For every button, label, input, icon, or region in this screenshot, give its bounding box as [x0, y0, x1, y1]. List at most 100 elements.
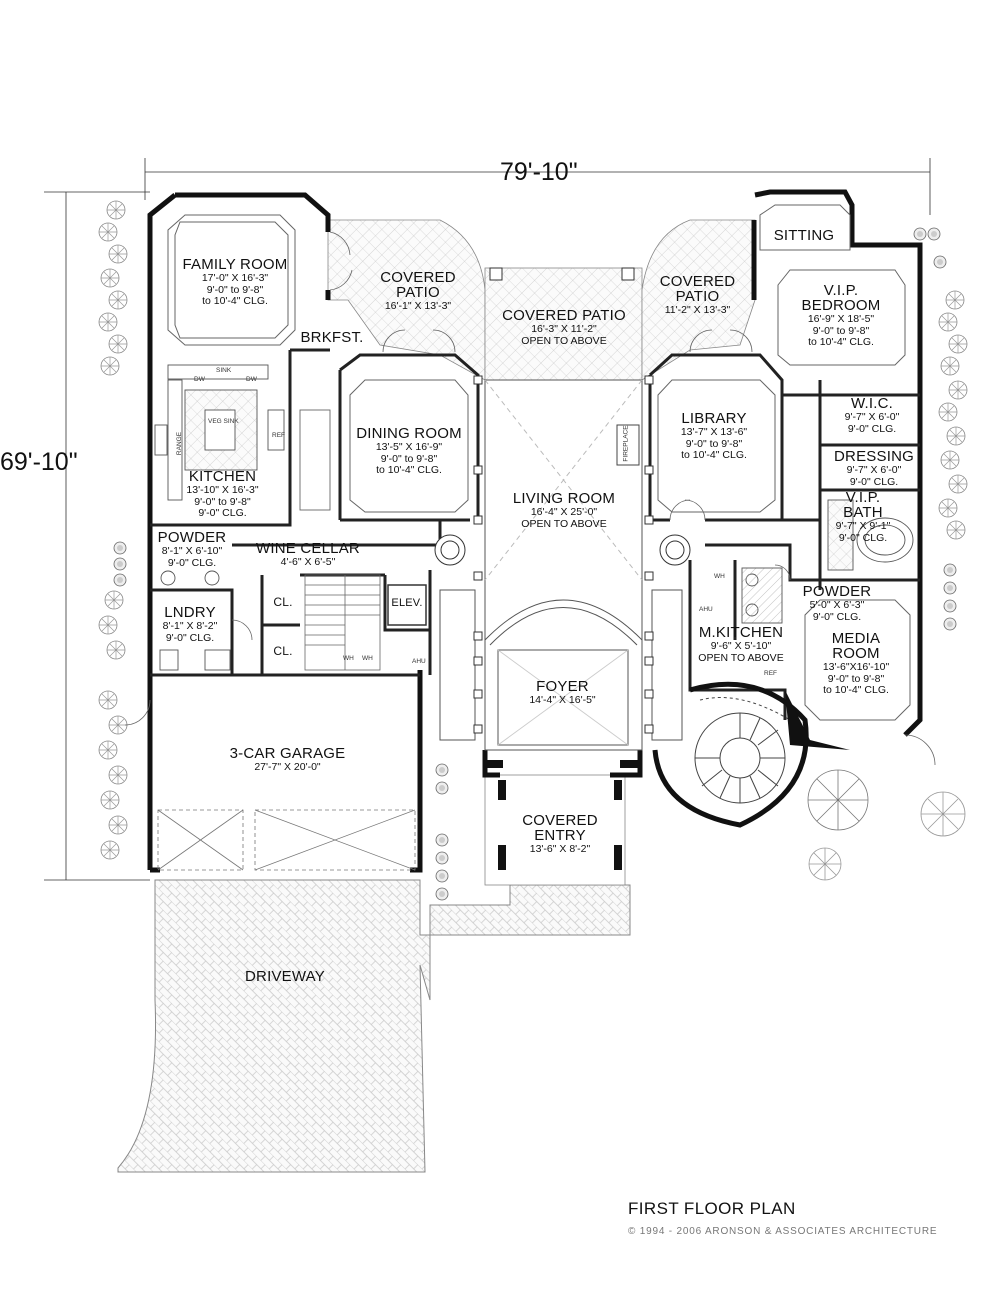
room-dims: 14'-4" X 16'-5"	[529, 694, 596, 706]
room-name: W.I.C.	[850, 395, 894, 412]
room-clg: 9'-0" CLG.	[838, 531, 888, 544]
room-clg: 9'-0" to 9'-8"	[206, 283, 264, 296]
room-wine-cellar: WINE CELLAR 4'-6" X 6'-5"	[240, 541, 376, 568]
room-name: COVERED	[380, 269, 456, 286]
room-name: DRESSING	[834, 448, 914, 465]
room-dims: 16'-1" X 13'-3"	[384, 300, 452, 312]
room-name: V.I.P.	[823, 282, 859, 299]
room-dims: 16'-3" X 11'-2"	[531, 323, 597, 335]
wh-label-2: WH	[362, 655, 373, 662]
room-name: FAMILY ROOM	[182, 256, 288, 273]
room-name: LIBRARY	[681, 410, 747, 427]
door-swings	[124, 231, 936, 766]
room-dims: 9'-6" X 5'-10"	[710, 640, 772, 652]
room-dims: 9'-7" X 6'-0"	[846, 464, 902, 476]
room-name: KITCHEN	[188, 468, 257, 485]
plan-title: FIRST FLOOR PLAN	[628, 1199, 796, 1218]
room-name: DINING ROOM	[356, 425, 462, 442]
room-name-2: PATIO	[396, 284, 440, 301]
elevator-label: ELEV.	[391, 597, 423, 609]
room-clg: 9'-0" to 9'-8"	[685, 437, 743, 450]
room-name-2: ROOM	[832, 645, 880, 662]
overall-depth-label: 69'-10"	[0, 448, 78, 476]
room-name: POWDER	[802, 583, 872, 600]
room-clg: 9'-0" CLG.	[167, 556, 217, 569]
wh-label-3: WH	[714, 573, 725, 580]
room-covered-patio-left: COVERED PATIO 16'-1" X 13'-3"	[358, 270, 478, 312]
garage-doors	[157, 809, 416, 871]
landscape-shrubs-left	[98, 200, 128, 860]
room-vip-bedroom: V.I.P. BEDROOM 16'-9" X 18'-5" 9'-0" to …	[780, 283, 902, 348]
room-m-kitchen: M.KITCHEN 9'-6" X 5'-10" OPEN TO ABOVE	[686, 625, 796, 663]
room-powder-left: POWDER 8'-1" X 6'-10" 9'-0" CLG.	[152, 530, 232, 568]
driveway-paving	[117, 879, 631, 1173]
room-name: FOYER	[536, 678, 589, 695]
room-note: OPEN TO ABOVE	[698, 651, 784, 664]
room-name: COVERED	[522, 812, 598, 829]
room-clg: 9'-0" to 9'-8"	[812, 324, 870, 337]
room-dims: 13'-6" X 8'-2"	[529, 843, 591, 855]
room-living-room: LIVING ROOM 16'-4" X 25'-0" OPEN TO ABOV…	[490, 491, 638, 529]
width-dimension-line	[144, 158, 931, 215]
room-media-room: MEDIA ROOM 13'-6"X16'-10" 9'-0" to 9'-8"…	[800, 631, 912, 696]
ref-label-2: REF	[764, 670, 777, 677]
room-covered-entry: COVERED ENTRY 13'-6" X 8'-2"	[505, 813, 615, 855]
overall-width-label: 79'-10"	[500, 158, 578, 186]
covered-entry-floor	[484, 774, 626, 886]
copyright-notice: © 1994 - 2006 ARONSON & ASSOCIATES ARCHI…	[628, 1226, 938, 1237]
room-clg: to 10'-4" CLG.	[376, 464, 442, 476]
room-dressing: DRESSING 9'-7" X 6'-0" 9'-0" CLG.	[825, 449, 923, 487]
ahu-label-1: AHU	[412, 658, 426, 665]
palm-tree-icon	[807, 769, 966, 881]
sink-label: SINK	[216, 367, 232, 374]
room-dims: 27'-7" X 20'-0"	[254, 761, 321, 773]
room-sitting: SITTING	[763, 228, 845, 243]
ceiling-outlines	[167, 204, 911, 721]
room-wic: W.I.C. 9'-7" X 6'-0" 9'-0" CLG.	[825, 396, 919, 434]
room-dims: 4'-6" X 6'-5"	[280, 556, 336, 568]
room-name-2: BEDROOM	[801, 297, 881, 314]
room-dims: 16'-4" X 25'-0"	[530, 506, 598, 518]
room-kitchen: KITCHEN 13'-10" X 16'-3" 9'-0" to 9'-8" …	[160, 469, 285, 519]
covered-patio-right-floor	[641, 219, 756, 381]
living-room-structure	[439, 379, 683, 751]
room-name: DRIVEWAY	[245, 968, 325, 985]
room-powder-right: POWDER 5'-0" X 6'-3" 9'-0" CLG.	[795, 584, 879, 622]
room-vip-bath: V.I.P. BATH 9'-7" X 9'-1" 9'-0" CLG.	[823, 490, 903, 543]
room-name: WINE CELLAR	[256, 540, 360, 557]
wh-label-1: WH	[343, 655, 354, 662]
range-label: RANGE	[176, 431, 184, 456]
room-family-room: FAMILY ROOM 17'-0" X 16'-3" 9'-0" to 9'-…	[170, 257, 300, 307]
room-name: POWDER	[157, 529, 227, 546]
room-dims: 13'-6"X16'-10"	[822, 661, 890, 673]
depth-dimension-line	[44, 191, 150, 881]
room-name: LIVING ROOM	[512, 490, 616, 507]
main-spiral-stair	[652, 681, 809, 828]
room-driveway: DRIVEWAY	[230, 969, 340, 984]
room-name-2: BATH	[843, 504, 883, 521]
room-name: COVERED	[659, 273, 736, 290]
room-dims: 9'-7" X 9'-1"	[835, 520, 891, 532]
ahu-label-2: AHU	[699, 606, 713, 613]
bath-fixtures	[159, 499, 914, 671]
room-name: BRKFST.	[300, 329, 364, 346]
room-dims: 9'-7" X 6'-0"	[844, 411, 900, 423]
interior-walls	[150, 348, 920, 720]
room-name: SITTING	[773, 227, 835, 244]
room-clg: 9'-0" CLG.	[165, 631, 215, 644]
room-clg: 9'-0" CLG.	[812, 610, 862, 623]
room-dims: 17'-0" X 16'-3"	[201, 272, 269, 284]
room-name: MEDIA	[831, 630, 881, 647]
dw-label-1: DW	[194, 376, 205, 383]
room-name-2: PATIO	[675, 288, 720, 305]
room-dims: 5'-0" X 6'-3"	[809, 599, 865, 611]
media-wedge	[785, 690, 850, 750]
room-name: COVERED PATIO	[502, 307, 626, 324]
covered-patio-left-floor	[327, 219, 486, 381]
exterior-walls	[147, 189, 923, 873]
room-name: 3-CAR GARAGE	[229, 745, 346, 762]
ref-label-1: REF	[272, 432, 285, 439]
columns	[434, 267, 691, 734]
room-dims: 8'-1" X 8'-2"	[162, 620, 218, 632]
kitchen-fixtures	[154, 364, 285, 501]
